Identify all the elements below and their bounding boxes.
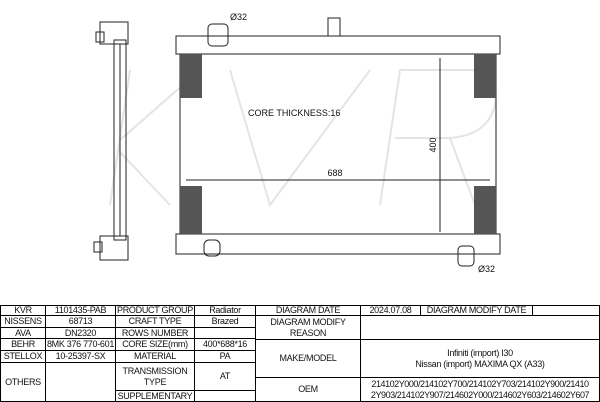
others-value xyxy=(45,362,116,402)
make-model-label: MAKE/MODEL xyxy=(255,339,361,378)
side-view xyxy=(93,21,129,261)
pipe-diameter-bottom: Ø32 xyxy=(478,264,495,274)
make-model-value: Infiniti (import) I30 Nissan (import) MA… xyxy=(360,339,600,378)
make-model-line-1: Infiniti (import) I30 xyxy=(447,347,513,358)
front-view xyxy=(175,17,501,267)
transmission-label: TRANSMISSION TYPE xyxy=(115,362,195,391)
others-label: OTHERS xyxy=(0,362,46,402)
supplementary-value xyxy=(194,390,256,402)
make-model-line-2: Nissan (import) MAXIMA QX (A33) xyxy=(415,358,545,369)
modify-reason-value xyxy=(360,315,600,340)
width-dimension: 688 xyxy=(327,168,342,178)
supplementary-label: SUPPLEMENTARY xyxy=(115,390,195,402)
oem-line-2: 2Y903/214102Y907/214602Y000/214602Y603/2… xyxy=(370,389,590,400)
oem-label: OEM xyxy=(255,377,361,402)
transmission-value: AT xyxy=(194,362,256,391)
oem-value: 214102Y000/214102Y700/214102Y703/214102Y… xyxy=(360,377,600,402)
radiator-drawing: Ø32 Ø32 CORE THICKNESS:16 688 400 xyxy=(93,12,501,274)
pipe-diameter-top: Ø32 xyxy=(230,12,247,22)
modify-reason-label: DIAGRAM MODIFY REASON xyxy=(255,315,361,340)
height-dimension: 400 xyxy=(428,137,438,152)
oem-line-1: 214102Y000/214102Y700/214102Y703/214102Y… xyxy=(371,378,589,389)
core-thickness: CORE THICKNESS:16 xyxy=(248,108,340,118)
